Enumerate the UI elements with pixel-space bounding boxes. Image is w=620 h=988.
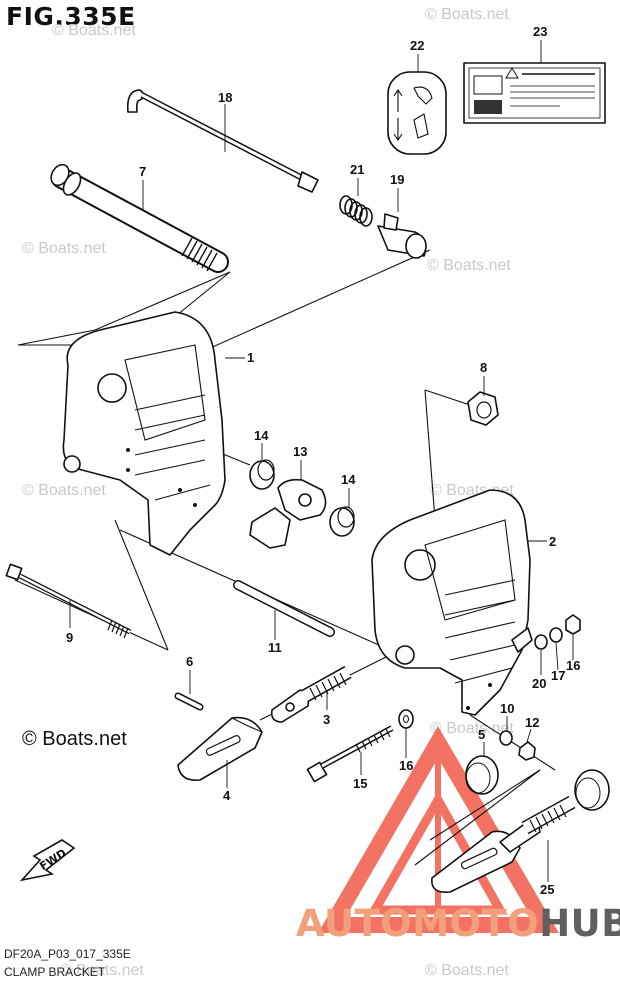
brand-logo-text: AUTOMOTOHUB: [296, 902, 620, 945]
part-1-clamp-bracket: [62, 311, 226, 556]
part-21-spring: [339, 195, 373, 227]
part-4-plate: [177, 716, 263, 782]
callout-5: 5: [478, 727, 485, 742]
part-11-rod: [233, 580, 335, 637]
watermark: © Boats.net: [425, 962, 509, 979]
part-10-washer: [499, 730, 513, 746]
watermark-main: © Boats.net: [22, 728, 127, 750]
callout-labels: 18 7 22 23 21 19 1 8 14 13 14 2 9 11 6 3…: [66, 24, 580, 897]
callout-25: 25: [540, 882, 554, 897]
figure-name: CLAMP BRACKET: [4, 965, 106, 979]
figure-code: DF20A_P03_017_335E: [4, 947, 131, 961]
callout-16: 16: [566, 658, 580, 673]
callout-13: 13: [293, 444, 307, 459]
callout-20: 19: [390, 172, 404, 187]
callout-21: 21: [350, 162, 364, 177]
part-2-clamp-bracket: [371, 489, 533, 716]
watermark: © Boats.net: [52, 22, 136, 39]
part-12-nut: [518, 741, 536, 761]
part-17-washer: [398, 709, 414, 729]
part-3-tilt-screw: [270, 665, 352, 723]
watermark: © Boats.net: [60, 962, 144, 979]
part-8-nut: [467, 391, 499, 426]
part-14-bushing: [249, 459, 275, 490]
callout-19: 18: [218, 90, 232, 105]
watermark: © Boats.net: [22, 240, 106, 257]
callout-23: 22: [410, 38, 424, 53]
part-6-pin: [174, 692, 204, 711]
figure-title: FIG.335E: [6, 2, 136, 31]
callout-1: 1: [247, 350, 254, 365]
callout-2: 2: [549, 534, 556, 549]
callout-9: 9: [66, 630, 73, 645]
part-14-bushing-right: [329, 506, 355, 537]
part-22-washer: [534, 634, 548, 650]
callout-6: 6: [186, 654, 193, 669]
part-24-warning-label: [463, 62, 606, 124]
callout-17: 16: [399, 758, 413, 773]
part-7-threaded-tube: [50, 163, 229, 273]
brand-text-part2: HUB: [539, 902, 620, 945]
callout-24: 23: [533, 24, 547, 39]
part-23-sticker: [387, 71, 447, 155]
watermark: © Boats.net: [425, 6, 509, 23]
watermark: © Boats.net: [427, 257, 511, 274]
brand-text-part1: AUTOMOTO: [296, 902, 540, 945]
callout-10: 10: [500, 701, 514, 716]
callout-3: 3: [323, 712, 330, 727]
part-20-knob: [377, 213, 427, 259]
part-9-long-bolt: [5, 563, 132, 639]
callout-14b: 14: [341, 472, 356, 487]
callout-15: 15: [353, 776, 367, 791]
part-18-washer: [549, 627, 563, 643]
part-16-nut: [565, 614, 581, 635]
part-5-cap: [465, 755, 499, 795]
callout-8: 8: [480, 360, 487, 375]
part-25-assembly: [431, 769, 610, 894]
callout-14: 14: [254, 428, 269, 443]
watermark: © Boats.net: [430, 720, 514, 737]
fwd-direction-arrow: FWD: [19, 839, 76, 882]
callout-7: 7: [139, 164, 146, 179]
part-15-bolt: [306, 725, 394, 783]
callout-22: 20: [532, 676, 546, 691]
part-19-tilt-rod: [126, 89, 319, 193]
watermark: © Boats.net: [22, 482, 106, 499]
callout-12: 12: [525, 715, 539, 730]
callout-11: 11: [268, 640, 282, 655]
leader-lines: [69, 40, 574, 882]
part-13-cam: [249, 478, 327, 549]
callout-18: 17: [551, 668, 565, 683]
callout-4: 4: [223, 788, 231, 803]
